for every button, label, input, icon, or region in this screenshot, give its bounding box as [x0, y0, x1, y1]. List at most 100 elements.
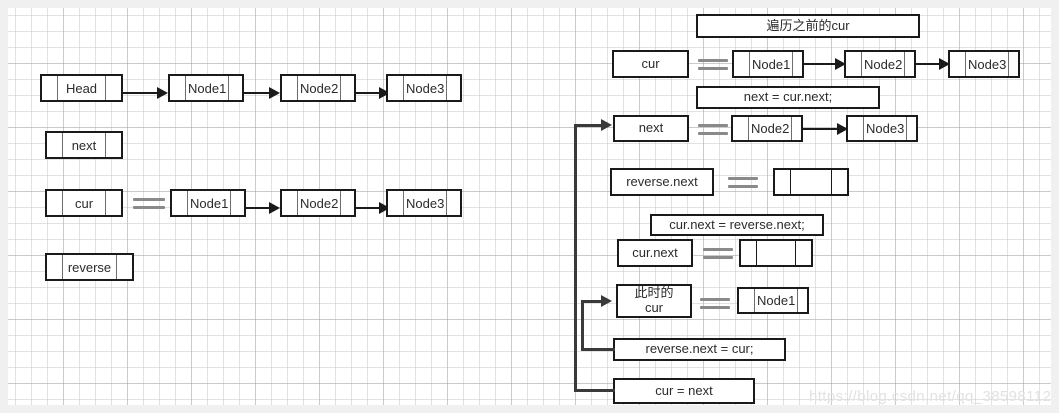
node-r1-node2: Node2 — [844, 50, 916, 78]
label-box-reverse-next: reverse.next — [610, 168, 714, 196]
arrow-node1-to-node2 — [244, 87, 280, 99]
equals-sign-reverse-next — [728, 173, 758, 191]
equals-bar — [703, 255, 733, 259]
arrow-r1-node1-to-node2 — [804, 58, 846, 70]
equals-sign-cur-next — [703, 244, 733, 262]
node-l3-node2: Node2 — [280, 189, 356, 217]
equals-sign-r-cur — [698, 55, 728, 73]
node-reverse: reverse — [45, 253, 134, 281]
node-l1-node1: Node1 — [168, 74, 244, 102]
connector-b-bottom-segment — [574, 389, 615, 392]
arrow-head-icon — [157, 87, 168, 99]
node-right-cell — [341, 191, 356, 215]
node-right-cell — [796, 241, 811, 265]
arrow-shaft — [123, 91, 158, 95]
connector-a-vertical-segment — [581, 300, 584, 351]
node-right-cell — [341, 76, 356, 100]
node-left-cell — [172, 191, 188, 215]
arrow-r2-node2-to-node3 — [803, 123, 848, 135]
node-left-cell — [734, 52, 750, 76]
node-l1-node2: Node2 — [280, 74, 356, 102]
node-left-cell — [950, 52, 966, 76]
arrow-shaft — [356, 206, 380, 210]
node-r1-node3: Node3 — [948, 50, 1020, 78]
node-left-cell — [47, 255, 63, 279]
node-cur: cur — [45, 189, 123, 217]
node-left-cell — [848, 117, 864, 140]
connector-a-bottom-segment — [581, 348, 615, 351]
stmt-box-cur-eq-next: cur = next — [613, 378, 755, 404]
node-head: Head — [40, 74, 123, 102]
node-cur-next-empty — [739, 239, 813, 267]
node-label: reverse — [63, 255, 117, 279]
label-box-next: next — [613, 115, 689, 142]
node-next: next — [45, 131, 123, 159]
node-right-cell — [106, 191, 121, 215]
node-right-cell — [447, 76, 462, 100]
node-label: cur — [63, 191, 106, 215]
arrow-head-icon — [939, 58, 950, 70]
node-right-cell — [106, 76, 121, 100]
equals-bar — [703, 247, 733, 251]
connector-a-arrow-head-icon — [601, 295, 612, 307]
equals-bar — [700, 297, 730, 301]
node-r1-node1: Node1 — [732, 50, 804, 78]
node-r2-node2: Node2 — [731, 115, 803, 142]
node-right-cell — [832, 170, 847, 194]
equals-bar — [728, 176, 758, 180]
connector-b-top-segment — [574, 124, 603, 127]
node-label — [757, 241, 796, 265]
equals-bar — [698, 123, 728, 127]
arrow-head-icon — [837, 123, 848, 135]
node-right-cell — [229, 76, 244, 100]
connector-a-top-segment — [581, 300, 603, 303]
arrow-l3-node1-to-node2 — [246, 202, 280, 214]
node-l3-node3: Node3 — [386, 189, 462, 217]
node-left-cell — [733, 117, 749, 140]
node-label: Node3 — [404, 191, 448, 215]
node-label: Node2 — [862, 52, 906, 76]
node-left-cell — [846, 52, 862, 76]
equals-sign-cur — [133, 194, 165, 212]
equals-bar — [133, 205, 165, 209]
node-label: next — [63, 133, 106, 157]
arrow-head-icon — [269, 87, 280, 99]
node-left-cell — [282, 76, 298, 100]
node-label: Head — [58, 76, 106, 100]
label-box-cur: cur — [612, 50, 689, 78]
node-label: Node2 — [298, 76, 342, 100]
equals-bar — [728, 184, 758, 188]
node-right-cell — [907, 117, 922, 140]
node-left-cell — [388, 76, 404, 100]
arrow-shaft — [244, 91, 270, 95]
watermark: https://blog.csdn.net/qq_38598112 — [809, 388, 1051, 405]
connector-b-arrow-head-icon — [601, 119, 612, 131]
node-reverse-next-empty — [773, 168, 849, 196]
node-right-cell — [1009, 52, 1024, 76]
node-left-cell — [282, 191, 298, 215]
label-box-cur-now: 此时的 cur — [616, 284, 692, 318]
caption-cur-before-traverse: 遍历之前的cur — [696, 14, 920, 38]
arrow-shaft — [916, 62, 940, 66]
arrow-head-icon — [379, 87, 390, 99]
equals-sign-cur-now — [700, 294, 730, 312]
node-left-cell — [47, 133, 63, 157]
arrow-shaft — [804, 62, 836, 66]
node-left-cell — [170, 76, 186, 100]
node-left-cell — [42, 76, 58, 100]
node-cur-now-node1: Node1 — [737, 287, 809, 314]
node-label: Node3 — [966, 52, 1010, 76]
node-label: Node1 — [755, 289, 799, 312]
node-label — [791, 170, 832, 194]
node-left-cell — [739, 289, 755, 312]
node-label: Node1 — [186, 76, 230, 100]
arrow-l3-node2-to-node3 — [356, 202, 390, 214]
arrow-shaft — [803, 127, 838, 131]
equals-bar — [698, 131, 728, 135]
arrow-head-icon — [379, 202, 390, 214]
diagram-canvas: Head Node1 Node2 Node3 next cur — [8, 8, 1051, 405]
node-label: Node1 — [188, 191, 232, 215]
arrow-head-icon — [269, 202, 280, 214]
node-left-cell — [47, 191, 63, 215]
node-left-cell — [775, 170, 791, 194]
